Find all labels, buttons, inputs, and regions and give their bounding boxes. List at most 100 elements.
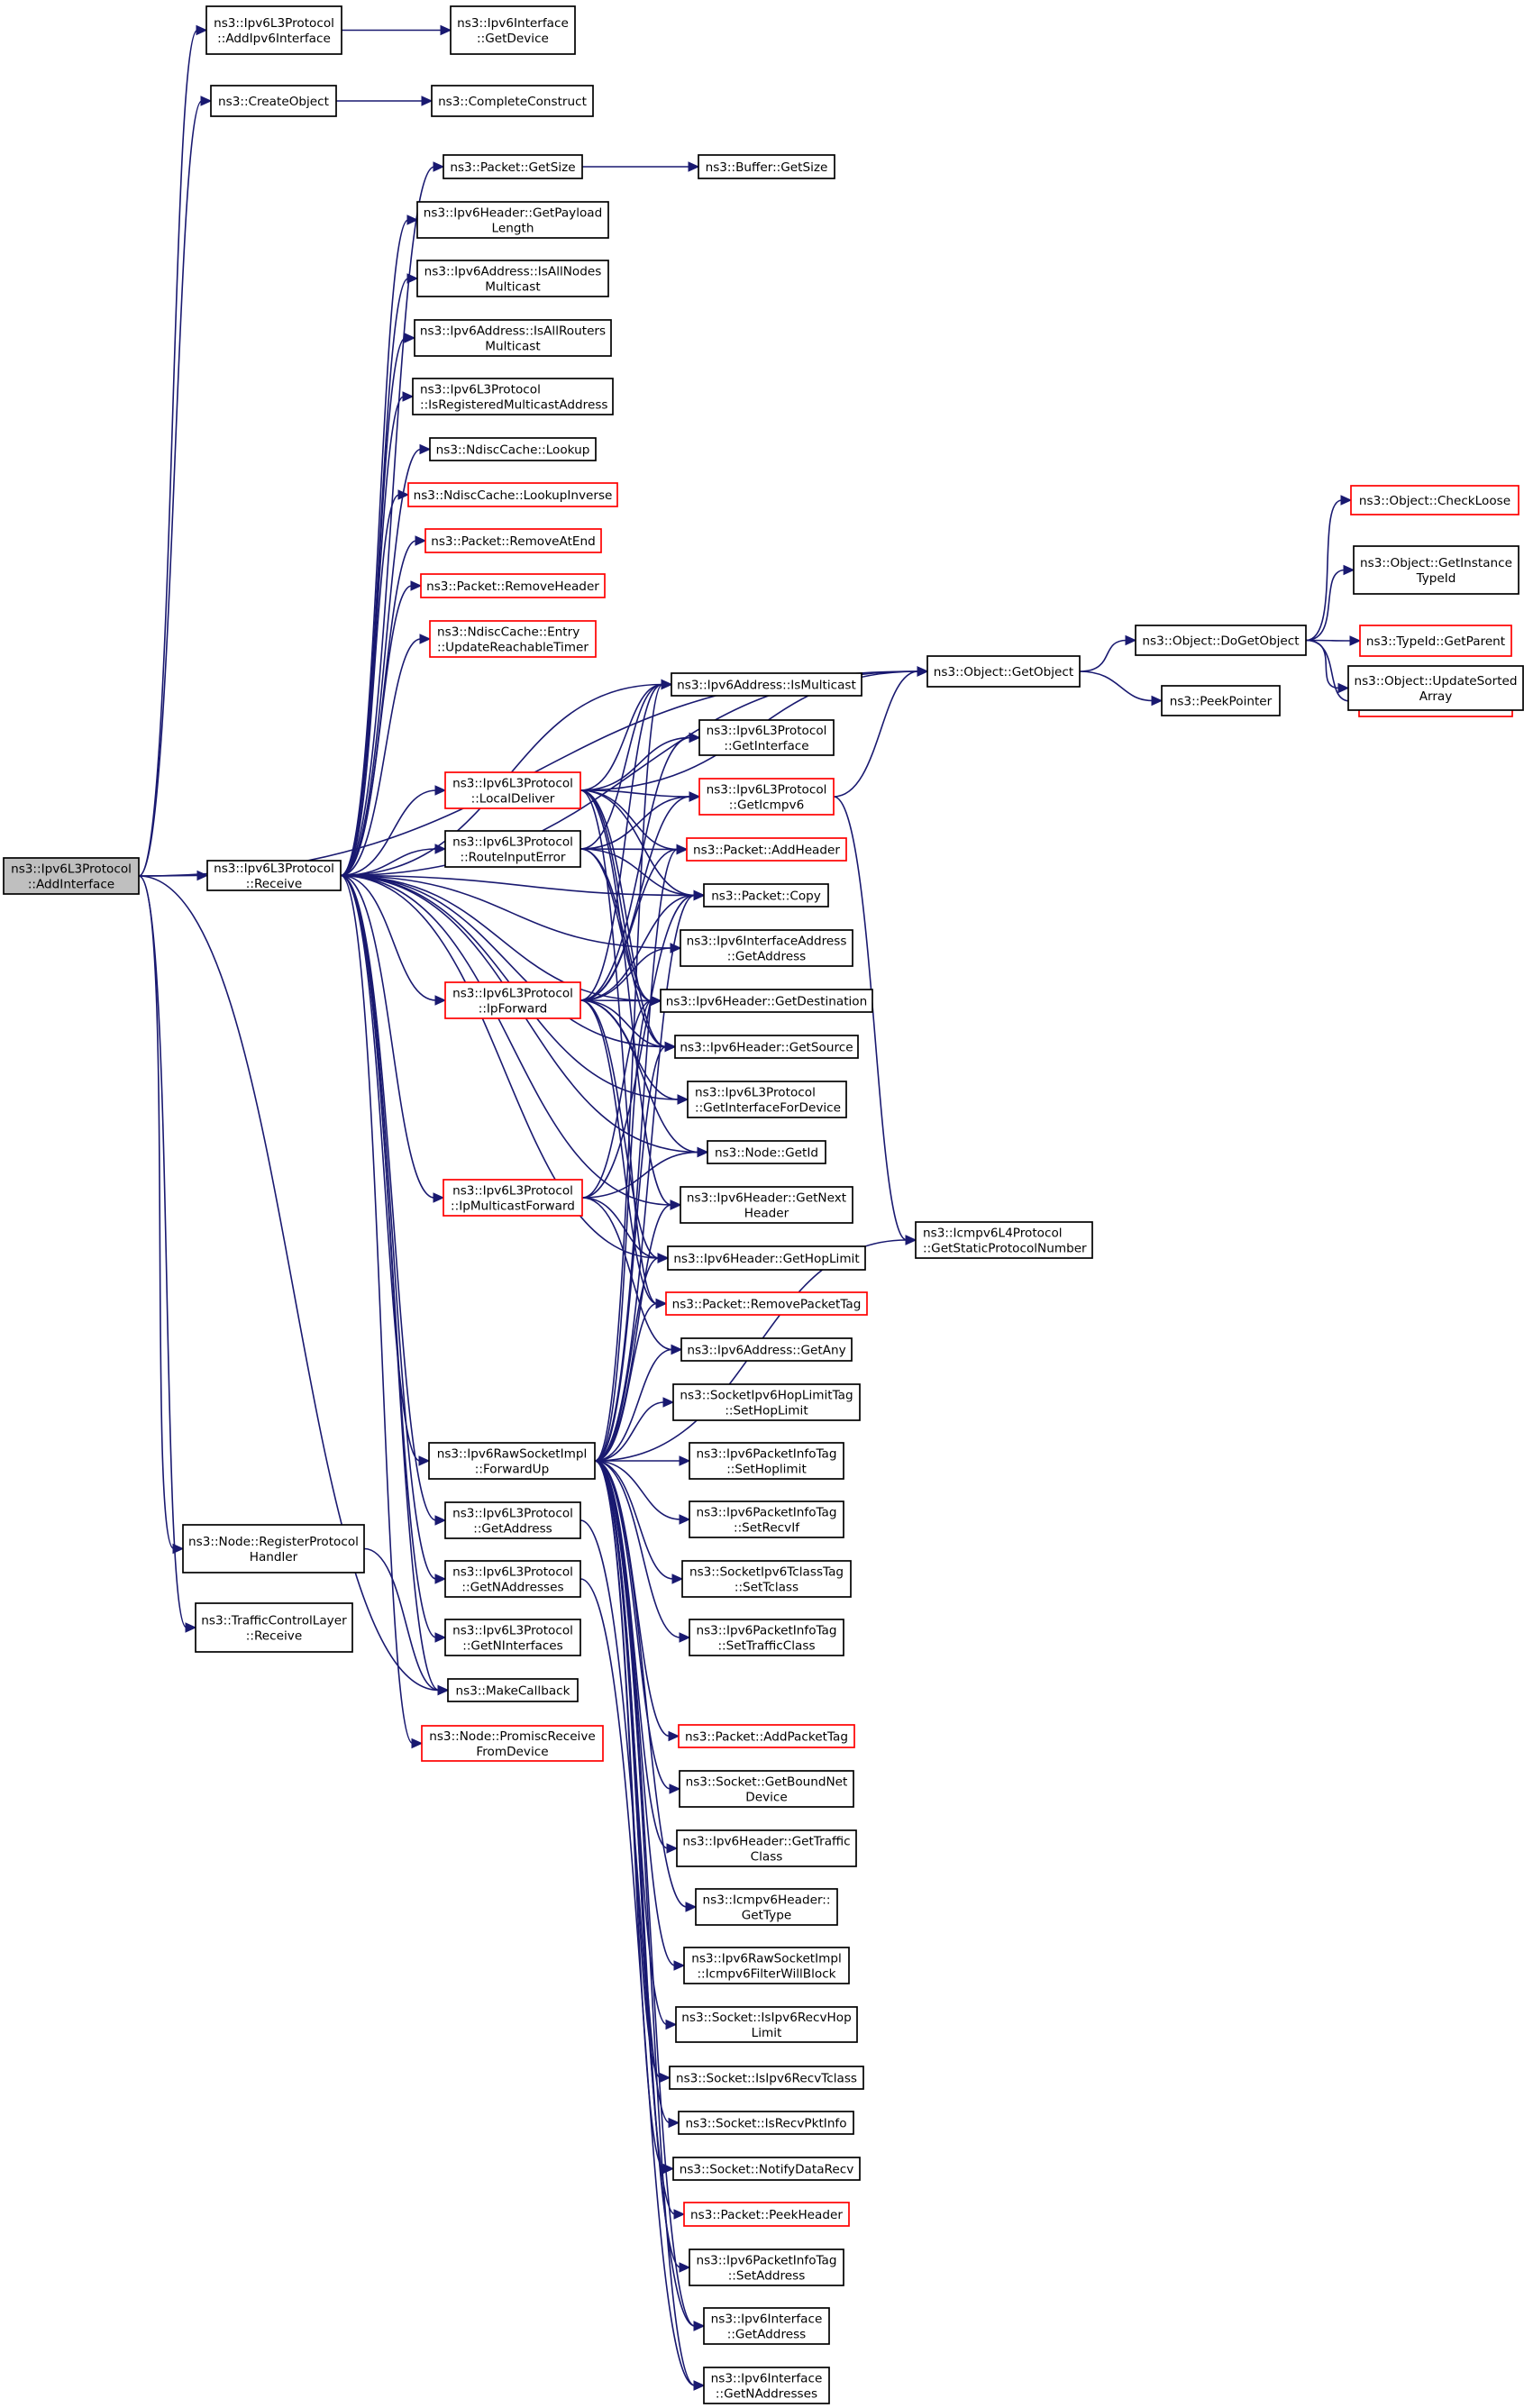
node-box[interactable] [1359, 625, 1512, 657]
node-complete-construct[interactable]: ns3::CompleteConstruct [431, 85, 594, 117]
node-route-input-error[interactable]: ns3::Ipv6L3Protocol::RouteInputError [444, 830, 581, 868]
node-box[interactable] [412, 378, 614, 415]
node-remove-at-end[interactable]: ns3::Packet::RemoveAtEnd [424, 528, 602, 553]
node-get-object[interactable]: ns3::Object::GetObject [926, 655, 1081, 688]
node-type-id-get-parent[interactable]: ns3::TypeId::GetParent [1359, 625, 1512, 657]
node-add-header[interactable]: ns3::Packet::AddHeader [686, 837, 847, 862]
node-tclass-tag-set[interactable]: ns3::SocketIpv6TclassTag::SetTclass [681, 1560, 852, 1598]
node-get-any[interactable]: ns3::Ipv6Address::GetAny [680, 1337, 853, 1362]
node-box[interactable] [447, 1678, 579, 1702]
node-is-multicast[interactable]: ns3::Ipv6Address::IsMulticast [671, 672, 862, 697]
node-is-registered-multicast[interactable]: ns3::Ipv6L3Protocol::IsRegisteredMultica… [412, 378, 614, 415]
node-pkt-get-size[interactable]: ns3::Packet::GetSize [443, 154, 583, 179]
node-if-get-naddresses[interactable]: ns3::Ipv6Interface::GetNAddresses [703, 2367, 830, 2404]
node-box[interactable] [681, 1560, 852, 1598]
node-box[interactable] [195, 1602, 353, 1653]
node-receive[interactable]: ns3::Ipv6L3Protocol::Receive [206, 860, 342, 891]
node-is-recv-pkt-info[interactable]: ns3::Socket::IsRecvPktInfo [678, 2111, 854, 2135]
node-filter-will-block[interactable]: ns3::Ipv6RawSocketImpl::Icmpv6FilterWill… [683, 1947, 850, 1984]
node-do-get-object[interactable]: ns3::Object::DoGetObject [1135, 625, 1307, 656]
node-box[interactable] [1135, 625, 1307, 656]
node-box[interactable] [695, 1888, 838, 1926]
node-box[interactable] [431, 85, 594, 117]
node-is-ipv6-recv-tclass[interactable]: ns3::Socket::IsIpv6RecvTclass [669, 2066, 864, 2090]
node-if-addr-get-address[interactable]: ns3::Ipv6InterfaceAddress::GetAddress [680, 929, 853, 967]
node-box[interactable] [444, 771, 581, 809]
node-pit-set-hoplimit[interactable]: ns3::Ipv6PacketInfoTag::SetHoplimit [689, 1442, 844, 1480]
node-l3-get-ninterfaces[interactable]: ns3::Ipv6L3Protocol::GetNInterfaces [444, 1619, 581, 1656]
node-ndisc-lookup[interactable]: ns3::NdiscCache::Lookup [429, 437, 597, 461]
node-box[interactable] [672, 1383, 861, 1421]
node-l3-get-address[interactable]: ns3::Ipv6L3Protocol::GetAddress [444, 1501, 581, 1539]
node-box[interactable] [210, 85, 337, 117]
node-box[interactable] [703, 883, 829, 908]
node-box[interactable] [926, 655, 1081, 688]
node-box[interactable] [421, 1725, 604, 1762]
node-ip-forward[interactable]: ns3::Ipv6L3Protocol::IpForward [444, 981, 581, 1019]
node-box[interactable] [689, 1500, 844, 1538]
node-if-get-address[interactable]: ns3::Ipv6Interface::GetAddress [703, 2307, 830, 2345]
node-box[interactable] [444, 1619, 581, 1656]
node-box[interactable] [703, 2307, 830, 2345]
node-box[interactable] [915, 1221, 1093, 1259]
node-box[interactable] [443, 1179, 583, 1217]
node-box[interactable] [703, 2367, 830, 2404]
node-box[interactable] [683, 1947, 850, 1984]
node-box[interactable] [698, 154, 835, 179]
node-box[interactable] [444, 1501, 581, 1539]
node-box[interactable] [679, 1770, 854, 1808]
node-box[interactable] [450, 5, 576, 55]
node-pit-set-traffic-class[interactable]: ns3::Ipv6PacketInfoTag::SetTrafficClass [689, 1619, 844, 1656]
node-box[interactable] [206, 860, 342, 891]
node-box[interactable] [182, 1524, 365, 1573]
node-get-icmpv6[interactable]: ns3::Ipv6L3Protocol::GetIcmpv6 [698, 778, 835, 816]
node-add-ipv6-interface[interactable]: ns3::Ipv6L3Protocol::AddIpv6Interface [205, 5, 342, 55]
node-box[interactable] [678, 1724, 855, 1748]
node-box[interactable] [444, 830, 581, 868]
node-if-get-device[interactable]: ns3::Ipv6Interface::GetDevice [450, 5, 576, 55]
node-remove-packet-tag[interactable]: ns3::Packet::RemovePacketTag [665, 1291, 868, 1316]
node-pit-set-recv-if[interactable]: ns3::Ipv6PacketInfoTag::SetRecvIf [689, 1500, 844, 1538]
node-get-destination[interactable]: ns3::Ipv6Header::GetDestination [660, 989, 873, 1013]
node-box[interactable] [680, 1337, 853, 1362]
node-buf-get-size[interactable]: ns3::Buffer::GetSize [698, 154, 835, 179]
node-l3-get-naddresses[interactable]: ns3::Ipv6L3Protocol::GetNAddresses [444, 1560, 581, 1598]
node-box[interactable] [698, 719, 835, 756]
node-box[interactable] [678, 2111, 854, 2135]
node-box[interactable] [205, 5, 342, 55]
node-box[interactable] [689, 1442, 844, 1480]
node-pit-set-address[interactable]: ns3::Ipv6PacketInfoTag::SetAddress [689, 2248, 844, 2286]
node-tc-layer-receive[interactable]: ns3::TrafficControlLayer::Receive [195, 1602, 353, 1653]
node-box[interactable] [428, 1442, 596, 1480]
node-box[interactable] [407, 482, 618, 507]
node-peek-pointer[interactable]: ns3::PeekPointer [1161, 685, 1281, 716]
node-forward-up[interactable]: ns3::Ipv6RawSocketImpl::ForwardUp [428, 1442, 596, 1480]
node-box[interactable] [444, 981, 581, 1019]
node-ndisc-lookup-inverse[interactable]: ns3::NdiscCache::LookupInverse [407, 482, 618, 507]
node-box[interactable] [3, 857, 140, 895]
node-node-get-id[interactable]: ns3::Node::GetId [707, 1140, 826, 1164]
node-icmp-header-get-type[interactable]: ns3::Icmpv6Header::GetType [695, 1888, 838, 1926]
node-local-deliver[interactable]: ns3::Ipv6L3Protocol::LocalDeliver [444, 771, 581, 809]
node-box[interactable] [665, 1291, 868, 1316]
node-box[interactable] [1161, 685, 1281, 716]
node-box[interactable] [1353, 545, 1519, 595]
node-box[interactable] [1347, 665, 1524, 711]
node-box[interactable] [676, 1829, 857, 1867]
node-box[interactable] [424, 528, 602, 553]
node-make-callback[interactable]: ns3::MakeCallback [447, 1678, 579, 1702]
node-pkt-copy[interactable]: ns3::Packet::Copy [703, 883, 829, 908]
node-check-loose[interactable]: ns3::Object::CheckLoose [1350, 485, 1519, 515]
node-get-hop-limit[interactable]: ns3::Ipv6Header::GetHopLimit [667, 1245, 866, 1271]
node-l3-get-interface[interactable]: ns3::Ipv6L3Protocol::GetInterface [698, 719, 835, 756]
node-ip-multicast-forward[interactable]: ns3::Ipv6L3Protocol::IpMulticastForward [443, 1179, 583, 1217]
